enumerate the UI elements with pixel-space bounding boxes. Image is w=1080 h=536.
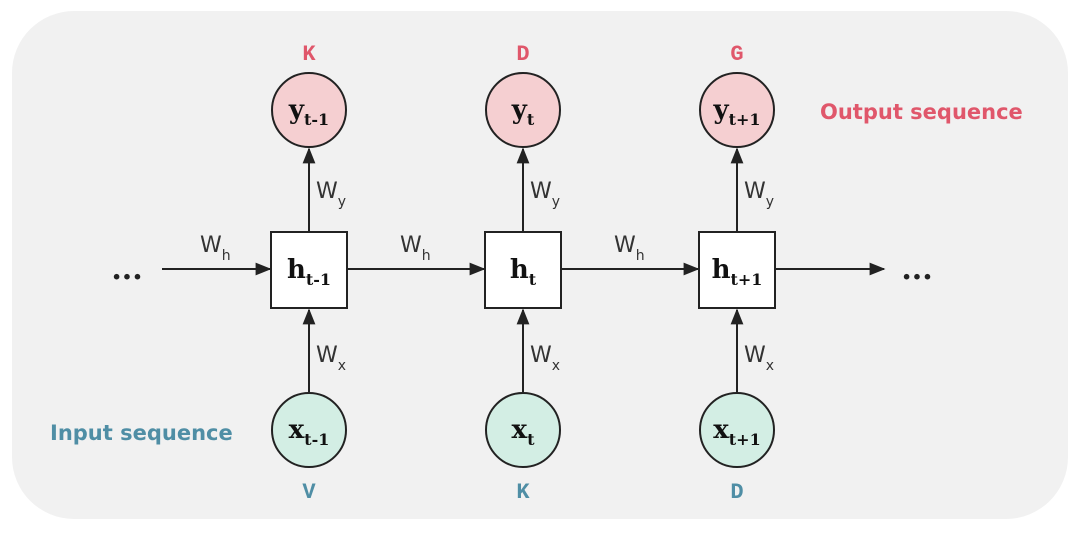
wy-label: Wy [530, 179, 560, 210]
input-node [485, 392, 561, 468]
output-node-label: yt-1 [288, 95, 329, 129]
input-char: D [730, 480, 743, 505]
wh-label: Wh [400, 233, 431, 264]
output-node [485, 72, 561, 148]
wx-label: Wx [530, 343, 560, 374]
wy-label: Wy [744, 179, 774, 210]
hidden-state-box [270, 231, 348, 309]
wx-label: Wx [744, 343, 774, 374]
output-char: K [302, 42, 316, 67]
output-node [699, 72, 775, 148]
output-sequence-label: Output sequence [820, 100, 1023, 124]
input-sequence-label: Input sequence [50, 421, 233, 445]
output-node-label: yt [511, 95, 535, 129]
wy-label: Wy [316, 179, 346, 210]
output-char: D [516, 42, 529, 67]
input-node [271, 392, 347, 468]
wh-label: Wh [614, 233, 645, 264]
timestep-t: D yt Wy ht Wx xt K [484, 42, 562, 505]
hidden-state-box [698, 231, 776, 309]
ellipsis-left: ... [111, 252, 142, 287]
input-char: V [302, 480, 316, 505]
input-node [699, 392, 775, 468]
input-node-label: xt+1 [713, 415, 760, 449]
input-char: K [516, 480, 530, 505]
output-node [271, 72, 347, 148]
hidden-state-label: ht-1 [287, 255, 331, 289]
timestep-t-minus-1: K yt-1 Wy ht-1 Wx xt-1 V [270, 42, 348, 505]
output-node-label: yt+1 [712, 95, 760, 129]
wh-label: Wh [200, 233, 231, 264]
output-char: G [730, 42, 743, 67]
hidden-state-label: ht [510, 255, 537, 289]
hidden-state-label: ht+1 [712, 255, 763, 289]
input-node-label: xt-1 [289, 415, 330, 449]
hidden-state-box [484, 231, 562, 309]
wx-label: Wx [316, 343, 346, 374]
timestep-t-plus-1: G yt+1 Wy ht+1 Wx xt+1 D [698, 42, 776, 505]
input-node-label: xt [512, 415, 536, 449]
ellipsis-right: ... [901, 252, 932, 287]
